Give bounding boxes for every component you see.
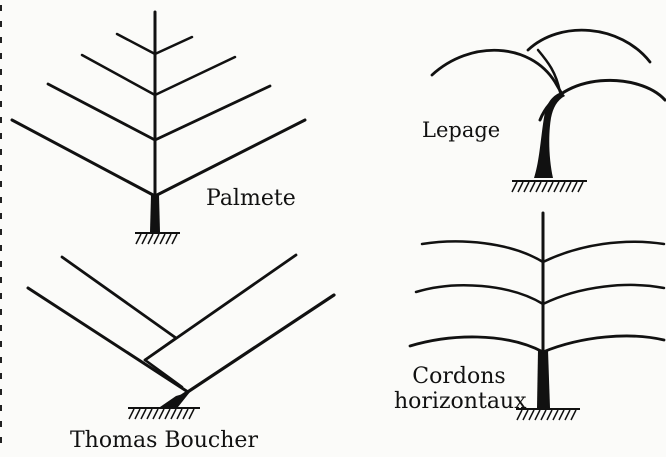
thomas-boucher-label: Thomas Boucher xyxy=(70,428,258,453)
palmete-label: Palmete xyxy=(206,186,296,211)
cordons-label-line1: Cordons xyxy=(394,364,524,389)
thomas-boucher-trunk xyxy=(160,392,190,407)
palmete-ground xyxy=(135,233,180,244)
palmete-branch xyxy=(48,84,155,140)
thomas-boucher-branch xyxy=(145,360,182,387)
palmete-branch xyxy=(155,86,270,140)
cordons-branch xyxy=(416,285,543,304)
lepage-diagram xyxy=(432,30,665,192)
cordons-branch xyxy=(543,242,664,262)
lepage-ground xyxy=(512,181,587,192)
palmete-trunk-base xyxy=(150,195,160,232)
lepage-arch xyxy=(528,30,650,62)
thomas-boucher-ground xyxy=(128,408,200,419)
palmete-branch xyxy=(155,120,305,196)
thomas-boucher-branch xyxy=(145,338,176,360)
cordons-branch xyxy=(410,337,543,352)
palmete-branch xyxy=(12,120,155,196)
thomas-boucher-branch xyxy=(28,288,188,392)
thomas-boucher-diagram xyxy=(28,255,334,419)
cordons-horizontaux-label: Cordons horizontaux xyxy=(394,364,524,414)
cordons-branch xyxy=(543,285,664,304)
cordons-label-line2: horizontaux xyxy=(394,389,524,414)
cordons-trunk-base xyxy=(537,350,550,408)
palmete-branch xyxy=(155,37,192,54)
thomas-boucher-branch xyxy=(168,295,334,405)
palmete-branch xyxy=(82,55,155,95)
thomas-boucher-branch xyxy=(62,257,176,338)
palmete-branch xyxy=(117,34,155,54)
lepage-label: Lepage xyxy=(422,118,500,142)
palmete-branch xyxy=(155,57,235,95)
cordons-branch xyxy=(422,241,543,262)
cordons-branch xyxy=(543,336,664,352)
